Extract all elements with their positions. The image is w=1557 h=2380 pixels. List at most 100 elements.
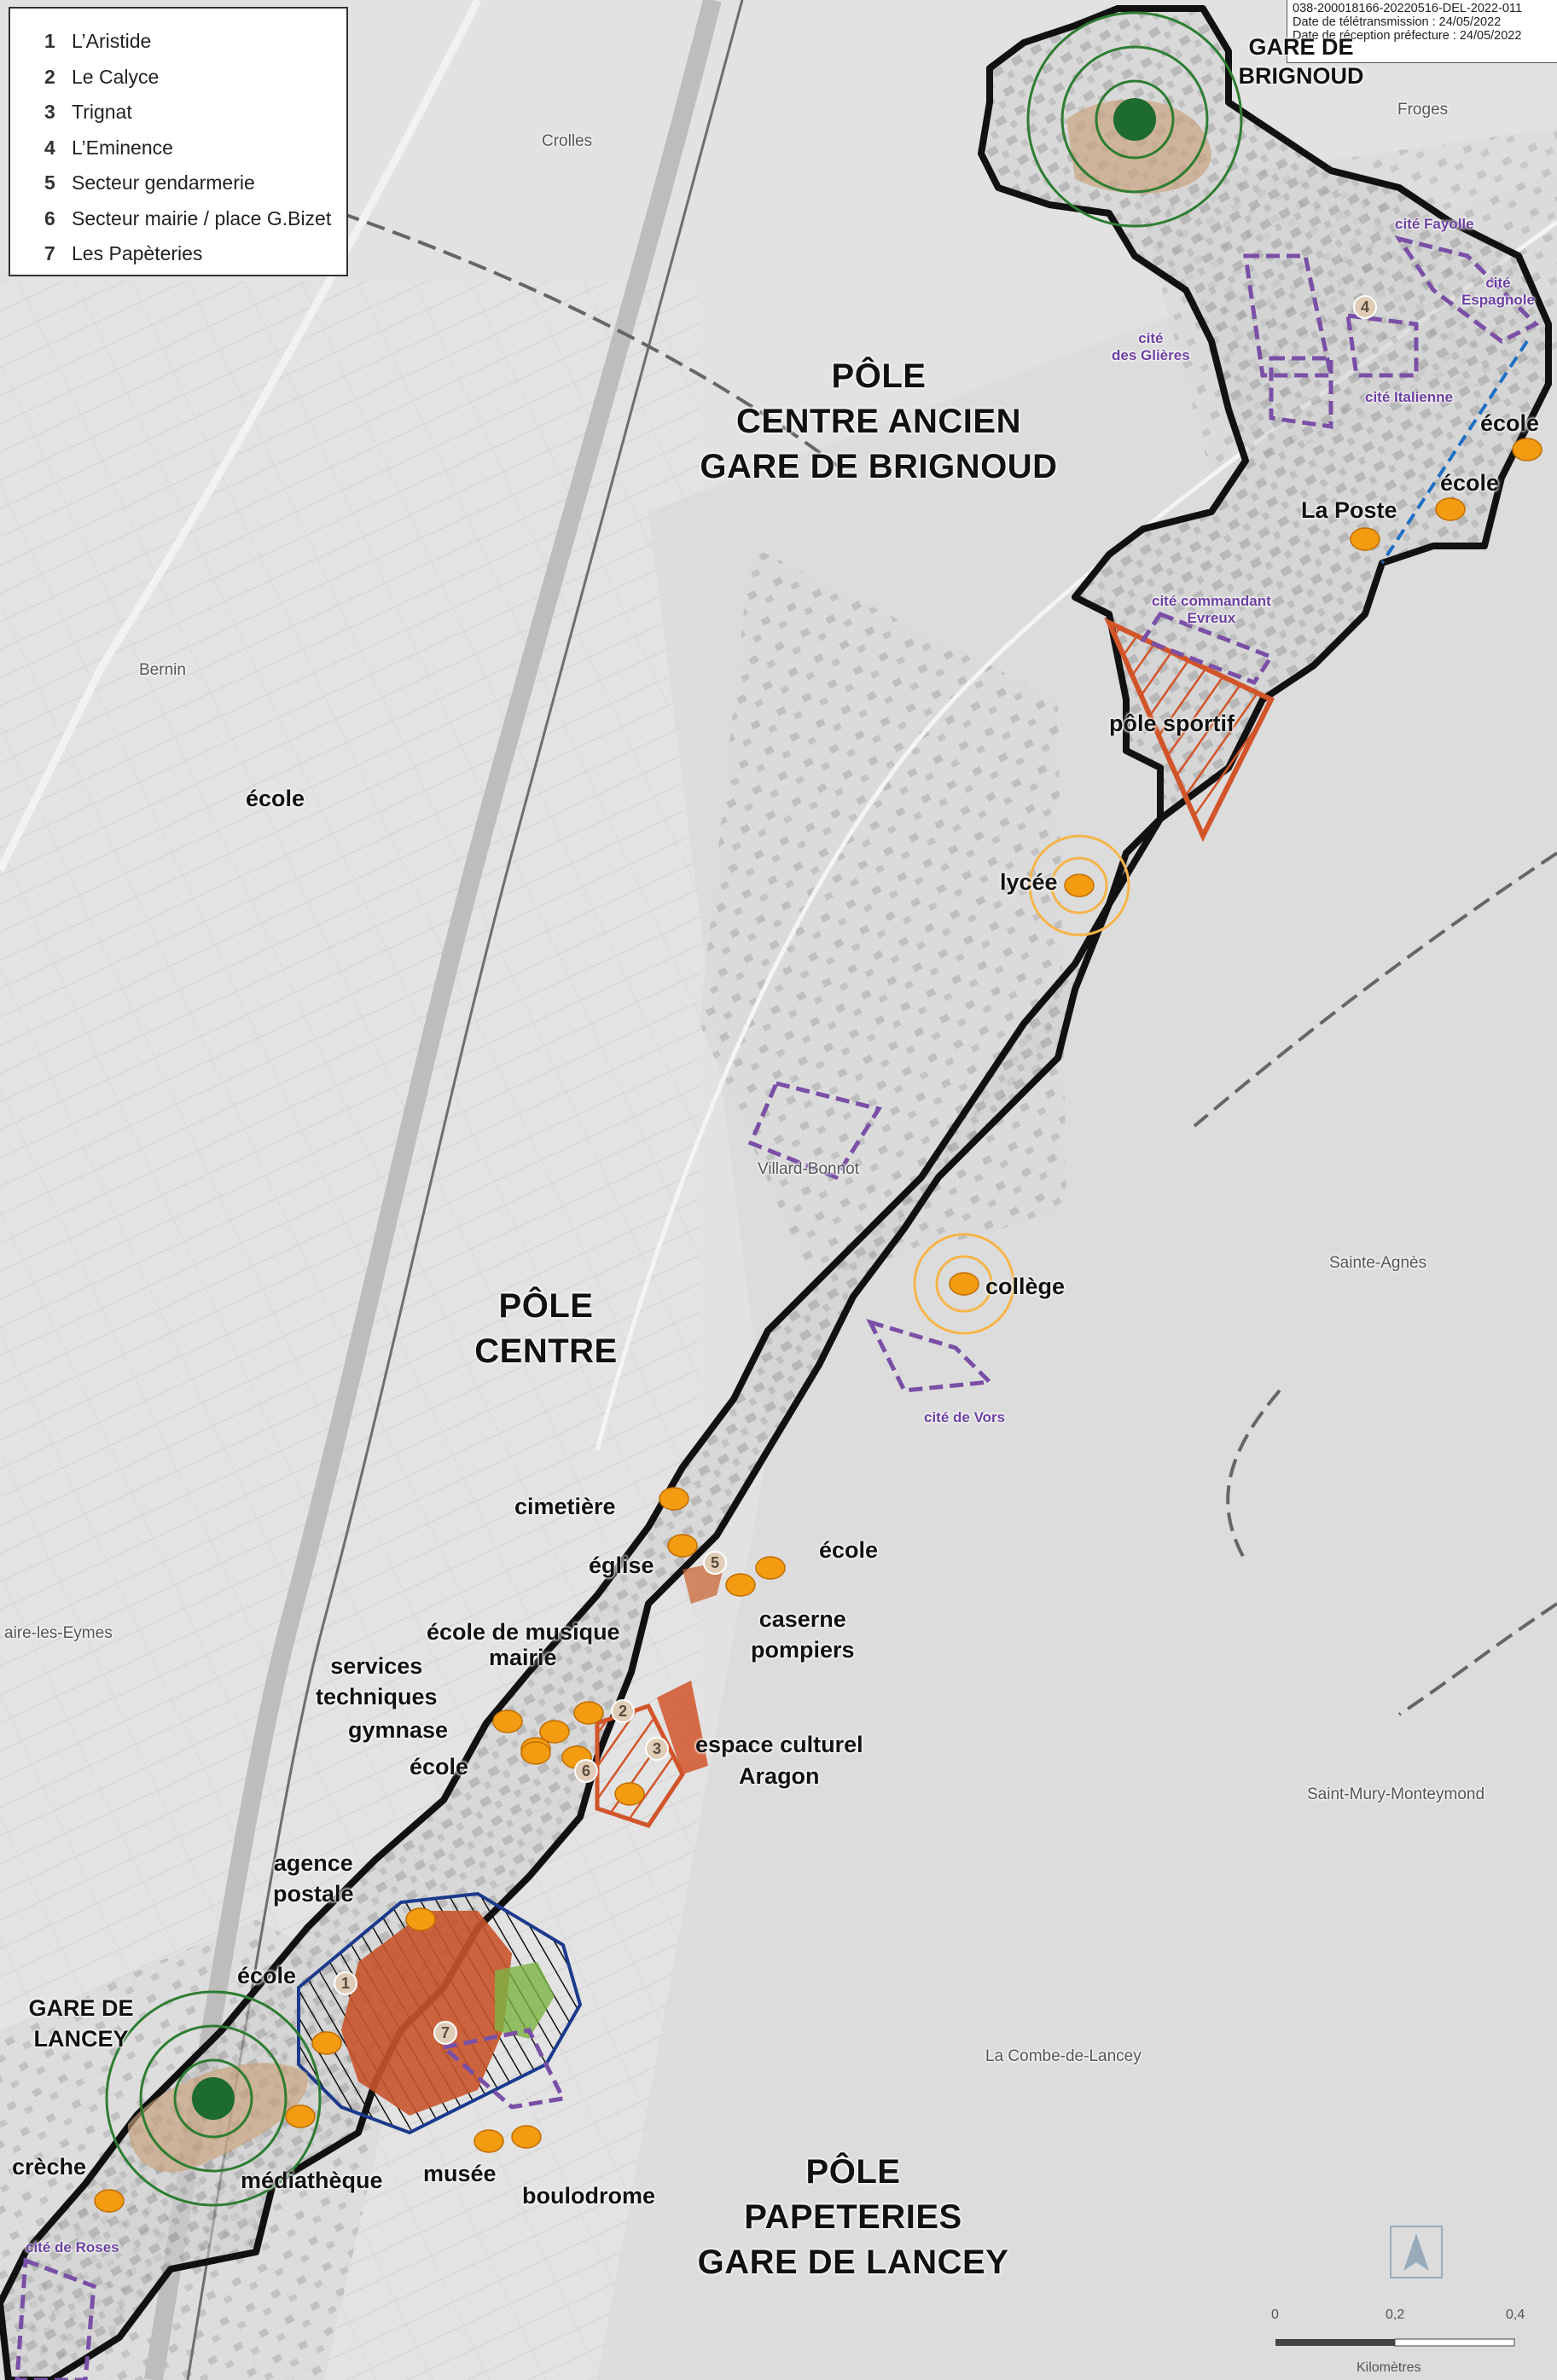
- scale-tick-2: 0,4: [1506, 2307, 1525, 2322]
- legend-number: 4: [44, 136, 55, 159]
- label-town-combe: La Combe-de-Lancey: [985, 2047, 1142, 2065]
- site-7-label: 7: [441, 2024, 450, 2041]
- label-lycee: lycée: [1000, 869, 1058, 895]
- pole-papeteries-line3: GARE DE LANCEY: [697, 2244, 1009, 2281]
- label-agence-line1: agence: [273, 1850, 353, 1876]
- pole-centre-line2: CENTRE: [474, 1332, 618, 1370]
- lycee-rings: [1028, 834, 1130, 937]
- equipment-college[interactable]: [949, 1272, 979, 1296]
- label-espace-line1: espace culturel: [695, 1732, 863, 1757]
- project-area-3: [657, 1681, 708, 1774]
- label-cite-glieres: cité des Glières: [1112, 330, 1190, 364]
- label-caserne-line2: pompiers: [751, 1637, 855, 1663]
- scale-tick-0: 0: [1271, 2307, 1279, 2322]
- equipment-ecole-centre[interactable]: [755, 1556, 786, 1580]
- label-ecole-bernin: école: [246, 786, 305, 811]
- pole-brignoud-line2: CENTRE ANCIEN: [736, 403, 1021, 440]
- site-1-label: 1: [341, 1975, 350, 1992]
- scale-tick-1: 0,2: [1386, 2307, 1405, 2322]
- label-cite-fayolle: cité Fayolle: [1395, 216, 1474, 232]
- legend-label: Secteur gendarmerie: [72, 171, 255, 194]
- pole-brignoud-line3: GARE DE BRIGNOUD: [700, 448, 1058, 485]
- road-highway: [0, 0, 482, 873]
- label-agence-line2: postale: [273, 1881, 354, 1907]
- legend-label: Les Papèteries: [72, 242, 203, 265]
- station-rings-lancey: [105, 1990, 322, 2207]
- label-cite-roses: cité de Roses: [26, 2239, 119, 2255]
- label-gymnase: gymnase: [348, 1717, 449, 1743]
- equipment-lycee[interactable]: [1064, 874, 1095, 897]
- label-ecole-gymnase: école: [410, 1754, 469, 1779]
- site-4-label: 4: [1361, 299, 1369, 316]
- stamp-line-2: Date de télétransmission : 24/05/2022: [1293, 15, 1502, 29]
- label-espace-line2: Aragon: [739, 1763, 820, 1789]
- equipment-services[interactable]: [492, 1710, 523, 1733]
- station-marker-brignoud[interactable]: [1113, 98, 1156, 141]
- label-boulodrome: boulodrome: [522, 2183, 655, 2209]
- cite-outlines: [15, 235, 1540, 2380]
- equipment-ecole-2[interactable]: [1435, 497, 1466, 521]
- label-cimetiere: cimetière: [514, 1494, 616, 1519]
- label-cite-commandant-line2: Evreux: [1187, 610, 1236, 626]
- equipment-musique[interactable]: [573, 1701, 604, 1725]
- college-rings: [913, 1233, 1015, 1335]
- equipment-caserne[interactable]: [725, 1573, 756, 1597]
- equipment-la-poste[interactable]: [1350, 527, 1380, 551]
- label-ecole-top2: école: [1440, 470, 1500, 496]
- station-marker-lancey[interactable]: [192, 2077, 235, 2120]
- label-cite-espagnole-line1: cité: [1485, 275, 1511, 291]
- equipment-creche[interactable]: [94, 2189, 125, 2213]
- equipment-musee[interactable]: [473, 2129, 504, 2153]
- equipment-markers: [94, 438, 1542, 2213]
- label-cite-glieres-line1: cité: [1138, 330, 1164, 346]
- label-ecole-top1: école: [1480, 410, 1540, 436]
- label-cite-commandant-line1: cité commandant: [1152, 593, 1271, 609]
- equipment-ecole-gymnase[interactable]: [520, 1741, 551, 1765]
- equipment-ecole-1[interactable]: [1512, 438, 1542, 461]
- legend-label: L’Aristide: [72, 30, 152, 53]
- station-lancey-label: GARE DE LANCEY: [17, 1993, 145, 2054]
- perimeter-outline: [0, 5, 1552, 2380]
- label-ecole-centre: école: [819, 1537, 879, 1563]
- label-cite-vors: cité de Vors: [924, 1409, 1006, 1425]
- label-town-froges: Froges: [1397, 101, 1449, 119]
- scale-unit: Kilomètres: [1357, 2360, 1421, 2375]
- label-cite-italienne: cité Italienne: [1365, 389, 1453, 405]
- label-eglise: église: [589, 1553, 654, 1578]
- label-mairie: mairie: [489, 1645, 557, 1670]
- station-brignoud-label: GARE DE BRIGNOUD: [1229, 32, 1374, 90]
- equipment-espace-culturel[interactable]: [614, 1782, 645, 1806]
- equipment-boulodrome[interactable]: [511, 2125, 542, 2149]
- pole-papeteries-title: PÔLE PAPETERIES GARE DE LANCEY: [683, 2150, 1024, 2285]
- equipment-cimetiere[interactable]: [659, 1487, 689, 1511]
- station-lancey-line2: LANCEY: [33, 2026, 129, 2052]
- label-mediatheque: médiathèque: [241, 2168, 383, 2193]
- legend-label: L’Eminence: [72, 136, 173, 159]
- label-cite-commandant: cité commandant Evreux: [1152, 593, 1271, 627]
- pole-papeteries-line1: PÔLE: [805, 2153, 901, 2191]
- label-agence-postale: agence postale: [273, 1848, 354, 1909]
- north-arrow: [1390, 2226, 1443, 2278]
- label-caserne: caserne pompiers: [751, 1604, 855, 1665]
- green-space: [495, 1962, 555, 2039]
- equipment-mediatheque[interactable]: [285, 2104, 316, 2128]
- station-brignoud-line2: BRIGNOUD: [1238, 63, 1364, 89]
- label-ecole-musique: école de musique: [427, 1619, 620, 1645]
- label-cite-glieres-line2: des Glières: [1112, 347, 1190, 363]
- legend-item: 4 L’Eminence: [44, 131, 346, 166]
- municipal-boundaries: [340, 212, 1557, 1716]
- label-pole-sportif: pôle sportif: [1109, 711, 1235, 736]
- equipment-mairie[interactable]: [539, 1720, 570, 1744]
- label-college: collège: [985, 1274, 1066, 1299]
- label-services-line2: techniques: [316, 1684, 438, 1710]
- equipment-agence-postale[interactable]: [405, 1907, 436, 1931]
- pole-brignoud-line1: PÔLE: [831, 357, 927, 395]
- pole-centre-line1: PÔLE: [498, 1287, 594, 1325]
- legend-number: 1: [44, 30, 55, 53]
- equipment-eglise[interactable]: [667, 1534, 698, 1558]
- equipment-ecole-lancey[interactable]: [311, 2031, 342, 2055]
